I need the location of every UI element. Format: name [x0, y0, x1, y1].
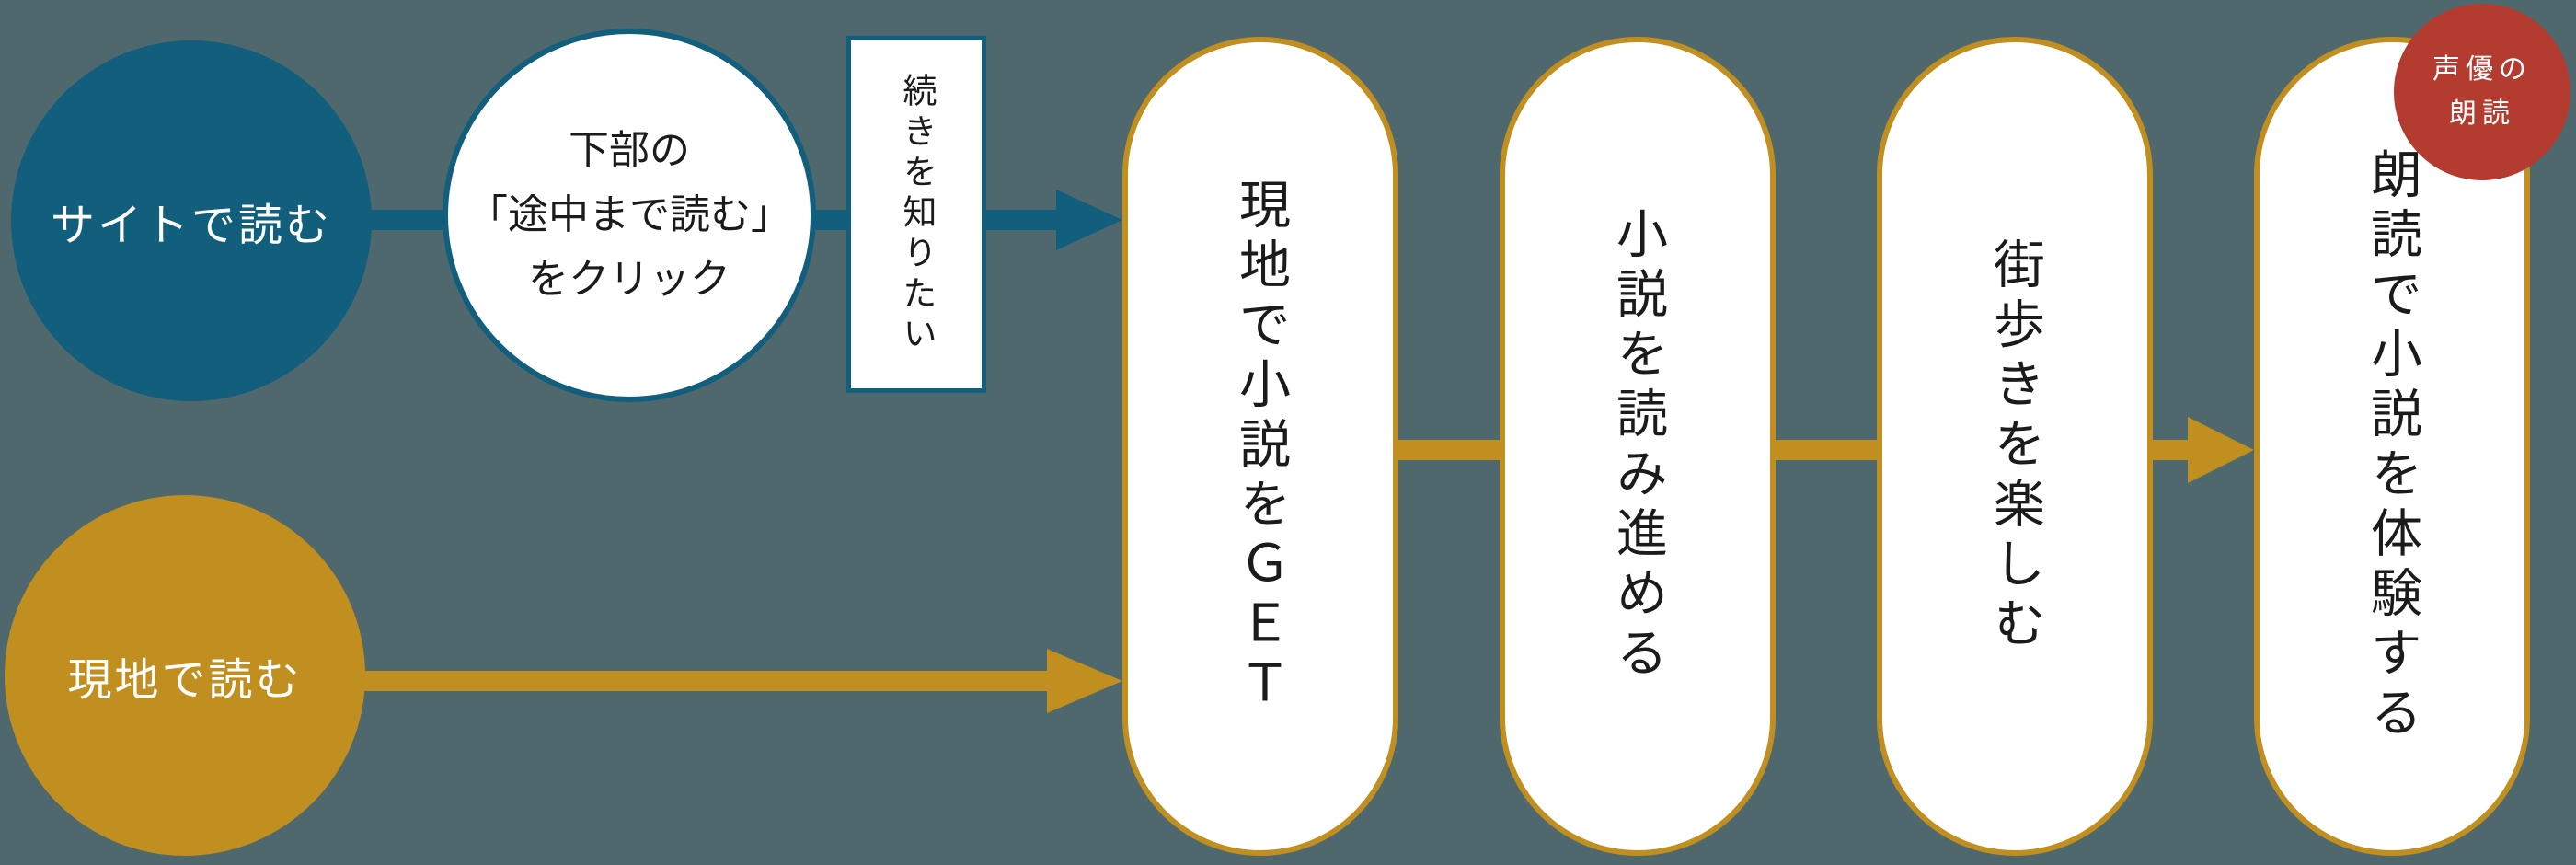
start-node-local: 現地で読む	[5, 495, 365, 856]
gold-connector-arrowhead-icon	[2188, 417, 2254, 483]
process-step-4: 朗読で小説を体験する	[2254, 37, 2530, 856]
reason-box-label: 続きを知りたい	[897, 73, 937, 356]
start-node-site-label: サイトで読む	[50, 200, 332, 251]
start-node-site: サイトで読む	[11, 40, 372, 401]
process-step-1: 現地で小説をＧＥＴ	[1122, 37, 1398, 856]
voice-actor-badge-line-1: 声優の	[2432, 53, 2532, 86]
start-node-local-label: 現地で読む	[67, 654, 303, 706]
gold-connector-1-2	[1385, 440, 1513, 460]
process-step-4-label: 朗読で小説を体験する	[2362, 147, 2422, 745]
process-step-2-label: 小説を読み進める	[1607, 207, 1668, 686]
process-step-1-label: 現地で小説をＧＥＴ	[1230, 177, 1291, 716]
reason-box: 続きを知りたい	[846, 36, 986, 393]
click-note-line-2: 「途中まで読む」	[467, 191, 791, 238]
process-step-2: 小説を読み進める	[1500, 37, 1776, 856]
gold-flow-line	[185, 671, 1054, 691]
voice-actor-badge-line-2: 朗読	[2449, 98, 2515, 130]
process-step-3: 街歩きを楽しむ	[1877, 37, 2153, 856]
gold-connector-2-3	[1762, 440, 1891, 460]
click-note-circle: 下部の 「途中まで読む」 をクリック	[443, 29, 816, 402]
teal-arrowhead-icon	[1056, 190, 1122, 250]
voice-actor-badge: 声優の 朗読	[2394, 4, 2570, 180]
click-note-line-1: 下部の	[569, 127, 690, 174]
process-step-3-label: 街歩きを楽しむ	[1984, 236, 2045, 656]
click-note-line-3: をクリック	[528, 256, 730, 303]
click-note-text: 下部の 「途中まで読む」 をクリック	[467, 119, 791, 312]
gold-connector-3-4	[2144, 440, 2194, 460]
gold-arrowhead-icon	[1047, 649, 1122, 713]
